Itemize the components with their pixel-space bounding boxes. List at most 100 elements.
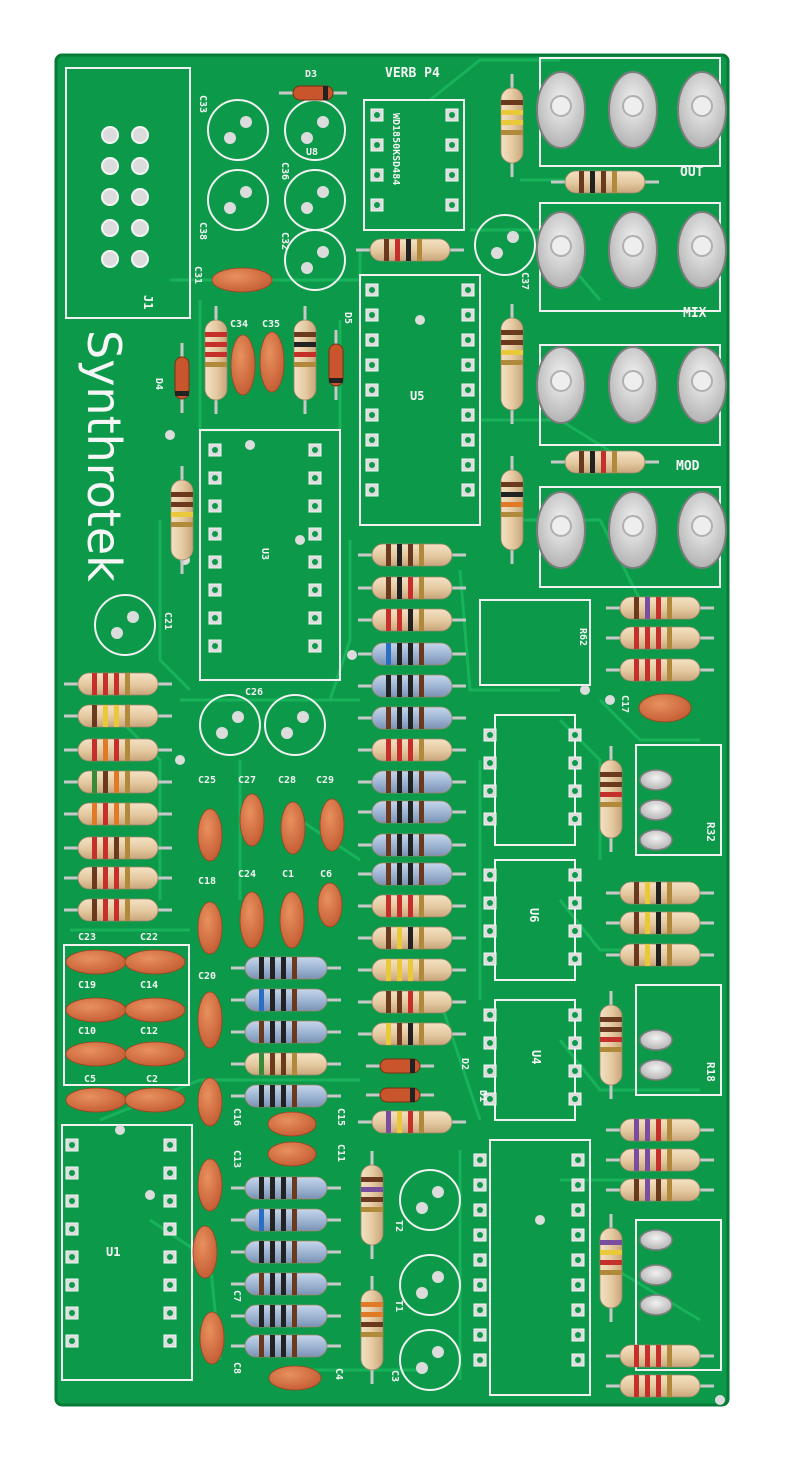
- label-u5: U5: [410, 389, 424, 403]
- label-d1: D1: [477, 1090, 488, 1102]
- jack-hole: [691, 515, 713, 537]
- ceramic-capacitors: [65, 267, 692, 1391]
- resistor-band: [281, 957, 286, 979]
- capacitor-outline: [199, 694, 261, 756]
- ic-pin-hole: [572, 900, 578, 906]
- capacitor-pad: [301, 262, 313, 274]
- label-c2: C2: [146, 1074, 158, 1085]
- resistor: [358, 894, 466, 918]
- resistor-band: [419, 991, 424, 1013]
- resistor-band: [171, 522, 193, 527]
- resistor-band: [501, 360, 523, 365]
- ic-pin-hole: [167, 1310, 173, 1316]
- ceramic-capacitor: [259, 331, 285, 393]
- diode-band: [323, 86, 328, 100]
- resistor: [64, 770, 172, 794]
- copper-trace: [429, 58, 560, 102]
- resistor-band: [103, 803, 108, 825]
- resistor-band: [92, 803, 97, 825]
- resistor: [231, 1208, 341, 1232]
- resistor: [358, 738, 466, 762]
- resistor-band: [645, 1375, 650, 1397]
- resistor-band: [361, 1332, 383, 1337]
- silk-outline: [635, 984, 722, 1096]
- ic-pin-hole: [572, 956, 578, 962]
- resistor-band: [259, 1053, 264, 1075]
- resistor: [360, 1151, 384, 1259]
- label-c34: C34: [230, 319, 248, 330]
- resistor-band: [408, 1111, 413, 1133]
- resistor-band: [408, 577, 413, 599]
- resistor-band: [125, 837, 130, 859]
- ic-pin-hole: [477, 1282, 483, 1288]
- diode: [279, 85, 347, 101]
- capacitor-pad: [111, 627, 123, 639]
- resistor-band: [386, 643, 391, 665]
- label-d2: D2: [459, 1058, 470, 1070]
- ic-pin-hole: [69, 1198, 75, 1204]
- resistor-band: [270, 1273, 275, 1295]
- copper-trace: [438, 999, 482, 1121]
- resistor: [231, 1052, 341, 1076]
- resistor-band: [408, 801, 413, 823]
- resistor-band: [361, 1177, 383, 1182]
- ceramic-capacitor: [267, 1111, 317, 1137]
- resistor-band: [259, 1305, 264, 1327]
- capacitor-pad: [232, 711, 244, 723]
- ceramic-capacitor: [65, 949, 127, 975]
- resistor: [358, 674, 466, 698]
- resistor: [231, 988, 341, 1012]
- capacitor-pad: [240, 186, 252, 198]
- jack-hole: [550, 515, 572, 537]
- resistor-band: [419, 609, 424, 631]
- resistor-band: [408, 609, 413, 631]
- resistor: [64, 802, 172, 826]
- resistor: [358, 608, 466, 632]
- resistor-band: [419, 895, 424, 917]
- resistor-band: [103, 739, 108, 761]
- resistor: [599, 991, 623, 1099]
- ic-pin-hole: [167, 1338, 173, 1344]
- resistor-band: [171, 492, 193, 497]
- resistor-band: [114, 705, 119, 727]
- resistor-band: [125, 705, 130, 727]
- ic-pin-hole: [369, 387, 375, 393]
- copper-trace: [598, 698, 700, 742]
- ceramic-capacitor: [199, 1311, 225, 1365]
- resistor-band: [361, 1322, 383, 1327]
- resistor-band: [114, 739, 119, 761]
- silk-outline: [494, 714, 576, 846]
- ic-pin-hole: [465, 387, 471, 393]
- resistor: [358, 1022, 466, 1046]
- jack-hole: [550, 235, 572, 257]
- resistor-band: [103, 771, 108, 793]
- resistor-band: [600, 772, 622, 777]
- resistor-band: [667, 944, 672, 966]
- resistor: [231, 1020, 341, 1044]
- resistor-band: [281, 1305, 286, 1327]
- capacitor-pad: [416, 1362, 428, 1374]
- resistor-band: [386, 959, 391, 981]
- label-c16: C16: [231, 1108, 242, 1126]
- diode: [366, 1087, 434, 1103]
- header-pin: [131, 126, 149, 144]
- resistor-band: [600, 1037, 622, 1042]
- resistor: [599, 746, 623, 852]
- resistor-band: [408, 927, 413, 949]
- label-c36: C36: [279, 162, 290, 180]
- jack-hole: [550, 370, 572, 392]
- resistor: [500, 456, 524, 564]
- resistor-band: [386, 927, 391, 949]
- capacitor-outline: [399, 1254, 461, 1316]
- resistor-band: [270, 1305, 275, 1327]
- resistor-band: [281, 1241, 286, 1263]
- resistor-band: [386, 707, 391, 729]
- ic-pin-hole: [477, 1157, 483, 1163]
- header-pin: [101, 157, 119, 175]
- resistor: [606, 911, 714, 935]
- label-c13: C13: [231, 1150, 242, 1168]
- resistor-body: [500, 87, 524, 164]
- resistor-band: [656, 1345, 661, 1367]
- label-u6: U6: [527, 908, 541, 922]
- resistor-band: [397, 707, 402, 729]
